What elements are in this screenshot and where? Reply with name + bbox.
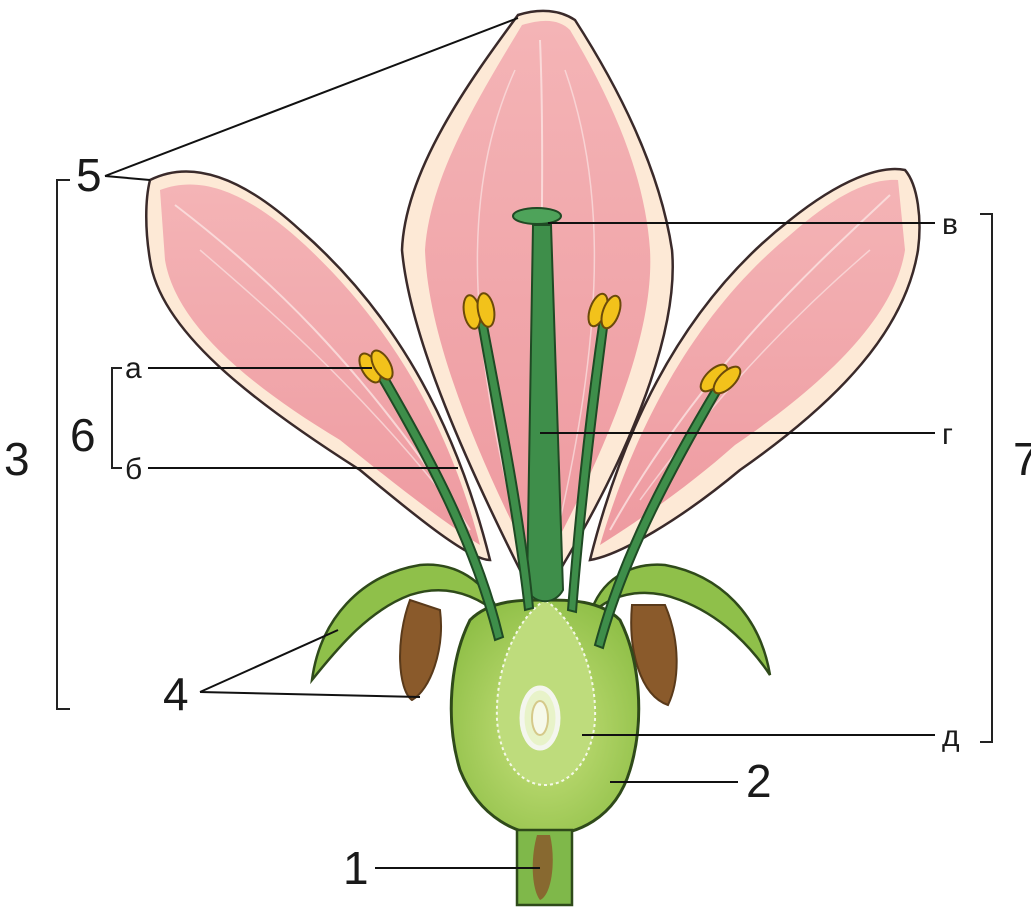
label-7: 7: [1013, 433, 1031, 485]
label-g: г: [942, 418, 953, 451]
dried-sepal-left: [400, 600, 441, 700]
label-1: 1: [343, 842, 369, 894]
label-b: б: [125, 453, 142, 486]
stigma: [513, 208, 561, 224]
label-3: 3: [4, 433, 30, 485]
bracket-6: [112, 368, 122, 468]
label-a: а: [125, 352, 142, 385]
label-5: 5: [76, 149, 102, 201]
label-6: 6: [70, 409, 96, 461]
label-4: 4: [163, 668, 189, 720]
label-2: 2: [746, 755, 772, 807]
ovule: [522, 688, 558, 748]
label-v: в: [942, 208, 958, 241]
label-d: д: [942, 720, 960, 753]
bracket-3: [57, 180, 70, 709]
bracket-7: [980, 214, 992, 742]
